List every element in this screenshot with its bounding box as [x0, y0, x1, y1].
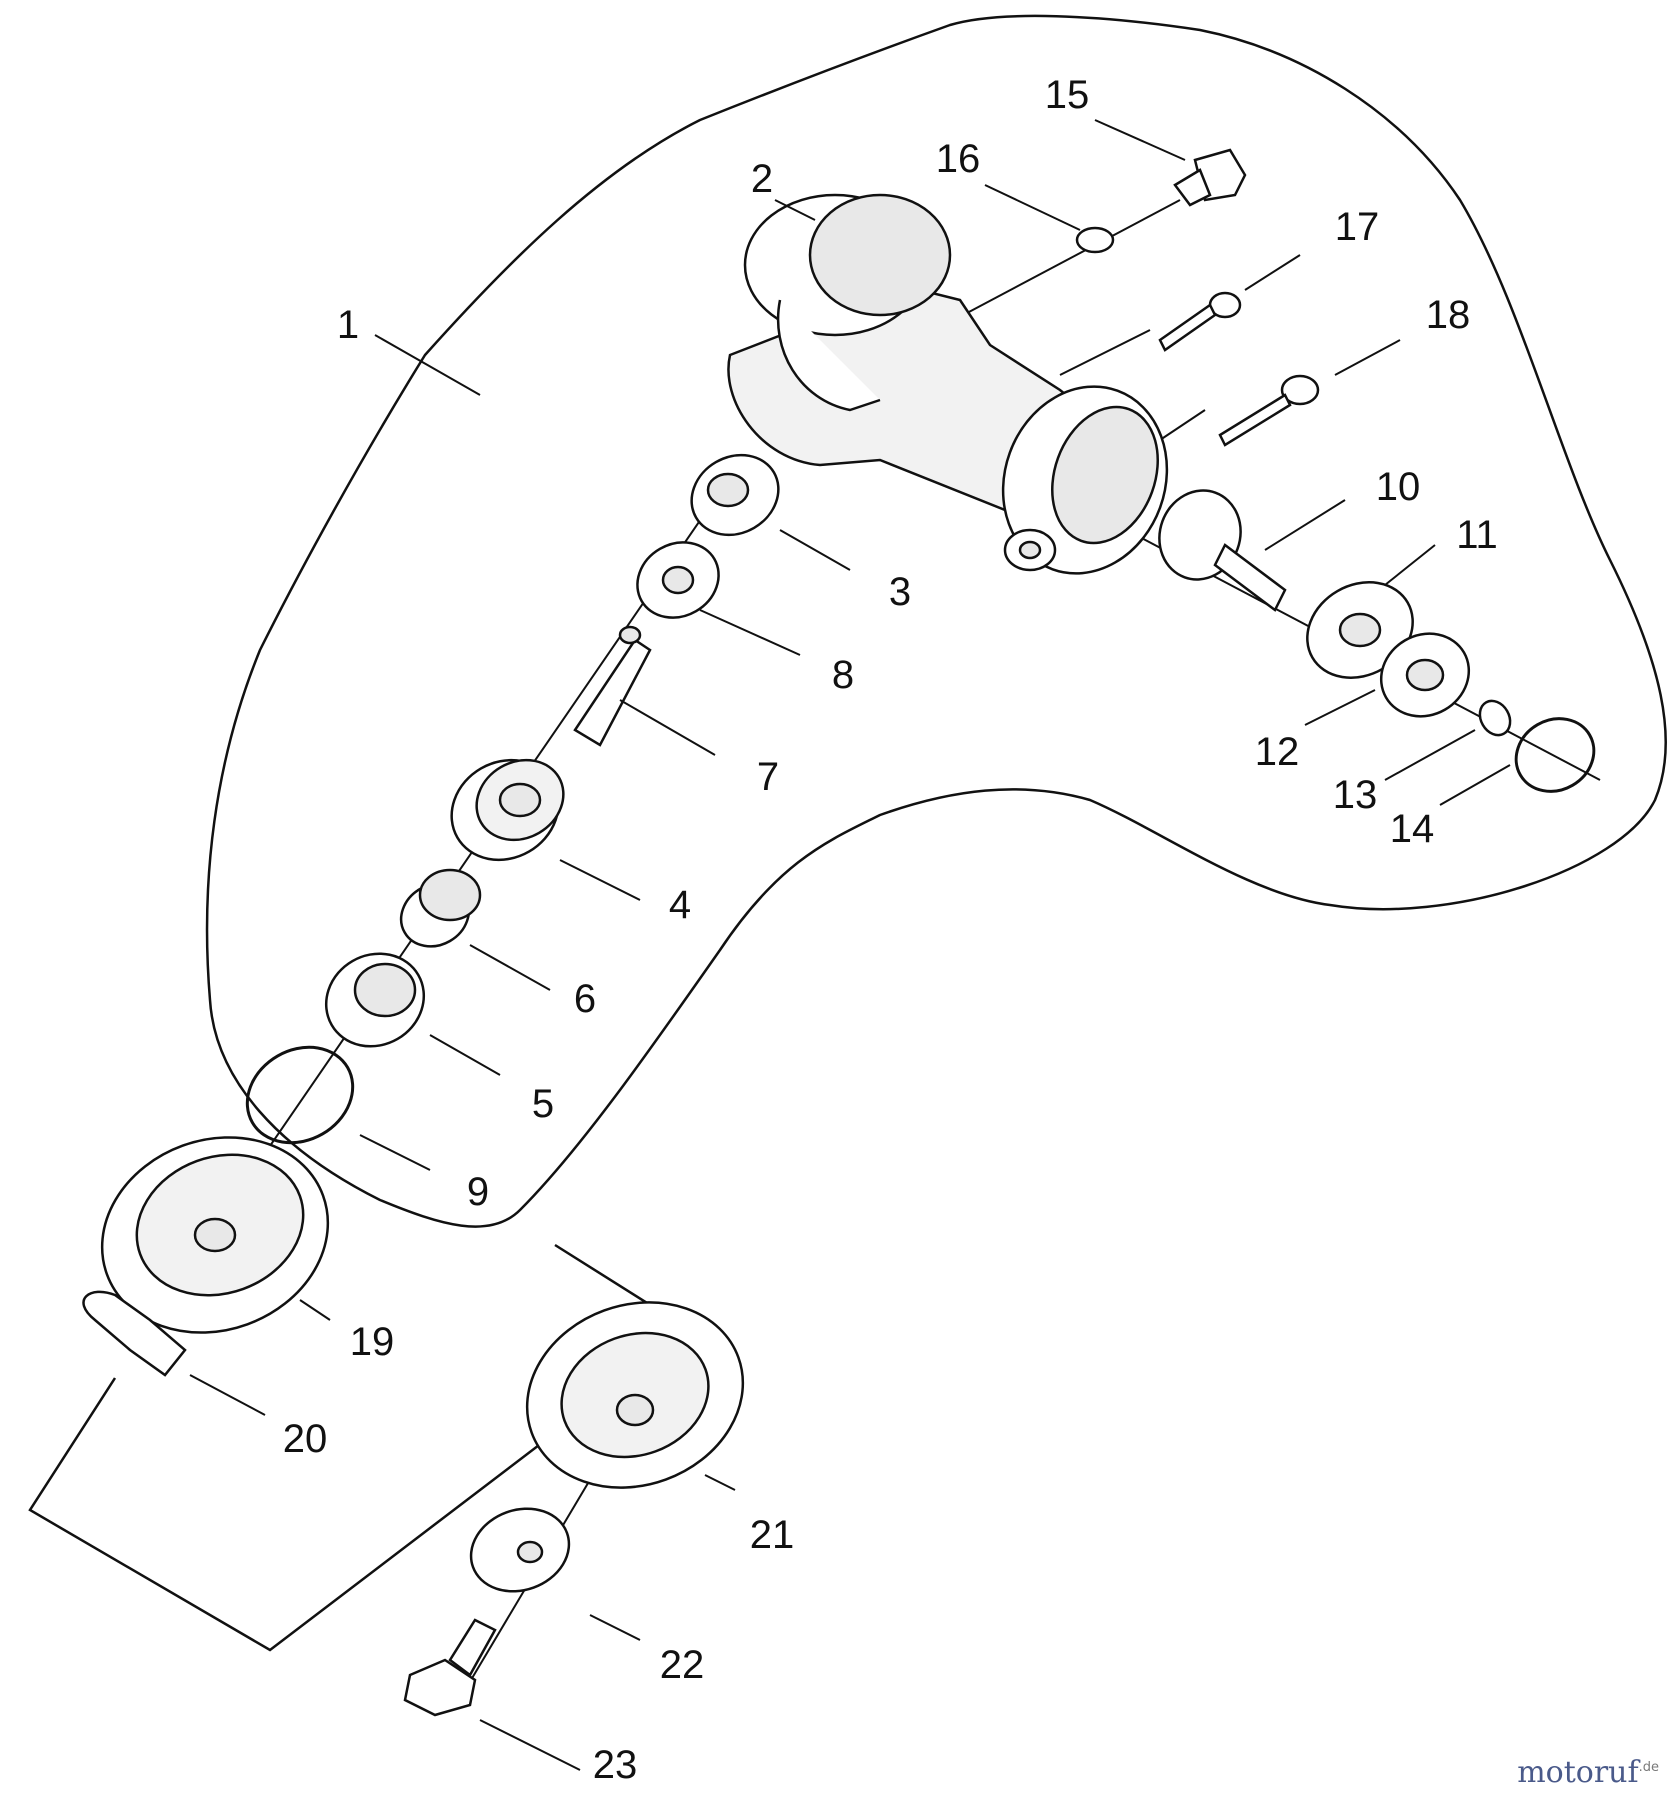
assembly-outline — [205, 14, 1668, 1228]
callout-19: 19 — [350, 1320, 395, 1364]
callout-16: 16 — [936, 137, 981, 181]
callout-13: 13 — [1333, 773, 1378, 817]
shaft-part-7 — [573, 625, 652, 747]
circlip-part-14 — [1514, 717, 1596, 793]
ball-bearing-part-11 — [1306, 581, 1414, 679]
callout-18: 18 — [1426, 293, 1471, 337]
plate-part-21 — [525, 1301, 745, 1489]
ball-bearing-part-4 — [450, 758, 565, 862]
holder-part-19 — [100, 1136, 330, 1334]
screw-part-17 — [1158, 291, 1242, 352]
washer-part-13 — [1478, 699, 1512, 737]
callout-23: 23 — [593, 1743, 638, 1787]
callout-20: 20 — [283, 1417, 328, 1461]
callout-1: 1 — [337, 303, 359, 347]
circlip-part-9 — [245, 1045, 355, 1145]
callout-12: 12 — [1255, 730, 1300, 774]
watermark-tld: .de — [1638, 1760, 1659, 1775]
bevel-gear-part-10 — [1158, 489, 1287, 612]
callout-15: 15 — [1045, 73, 1090, 117]
callout-14: 14 — [1390, 807, 1435, 851]
watermark-brand: motoruf — [1517, 1755, 1639, 1790]
gear-part-8 — [636, 541, 720, 619]
axis-line-bolt-15 — [934, 199, 1181, 331]
callout-21: 21 — [750, 1513, 795, 1557]
bolt-part-23 — [403, 1618, 497, 1717]
washer-part-22 — [469, 1507, 571, 1593]
callout-22: 22 — [660, 1643, 705, 1687]
watermark-logo: motoruf.de — [1517, 1755, 1659, 1790]
callout-7: 7 — [757, 755, 779, 799]
callout-4: 4 — [669, 883, 691, 927]
callout-17: 17 — [1335, 205, 1380, 249]
callout-3: 3 — [889, 570, 911, 614]
callout-2: 2 — [751, 157, 773, 201]
callout-11: 11 — [1456, 513, 1498, 557]
clip-part-20 — [82, 1290, 187, 1377]
callout-9: 9 — [467, 1170, 489, 1214]
bolt-part-15 — [1173, 148, 1247, 207]
axis-line-bolt-18 — [1159, 409, 1206, 441]
oil-seal-part-5 — [324, 952, 426, 1048]
washer-part-16 — [1075, 226, 1115, 254]
leader-lines — [189, 119, 1511, 1771]
spacer-part-6 — [399, 868, 482, 948]
bearing-part-12 — [1379, 632, 1471, 718]
axis-line-bolt-17 — [1059, 329, 1151, 376]
bearing-part-3 — [690, 453, 780, 537]
callout-6: 6 — [574, 977, 596, 1021]
callout-8: 8 — [832, 653, 854, 697]
gear-housing-part-2 — [727, 193, 1169, 575]
screw-part-18 — [1218, 374, 1320, 447]
callout-10: 10 — [1376, 465, 1421, 509]
callout-5: 5 — [532, 1082, 554, 1126]
